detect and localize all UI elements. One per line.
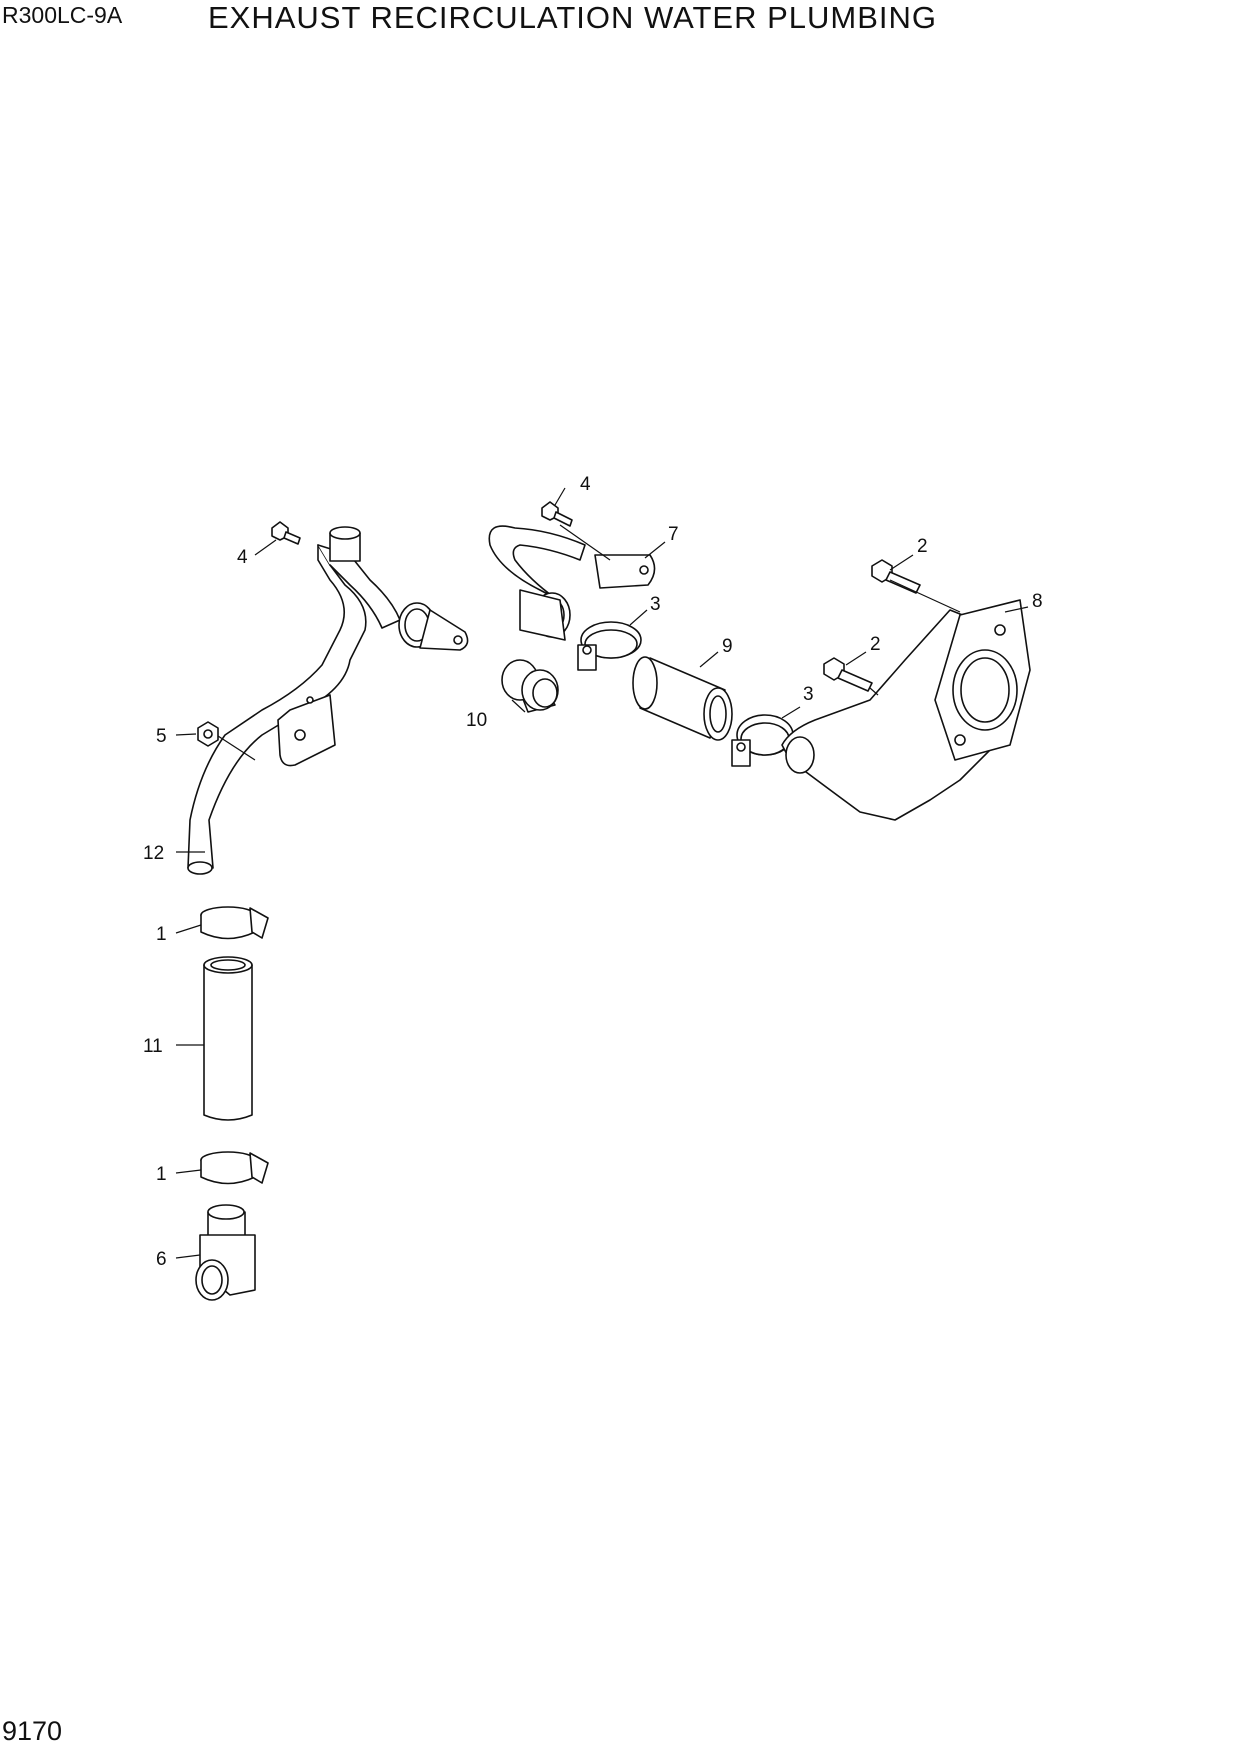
part-12-water-pipe — [187, 526, 469, 875]
part-4-bolt-left — [271, 521, 301, 545]
part-5-nut — [197, 721, 219, 747]
part-8-flanged-elbow — [781, 599, 1031, 821]
callout-10: 10 — [466, 710, 487, 731]
callout-8: 8 — [1032, 591, 1043, 612]
part-11-hose — [203, 956, 253, 1121]
callout-4-left: 4 — [237, 547, 248, 568]
leader-lines — [175, 487, 1029, 1259]
callout-1-upper: 1 — [156, 924, 167, 945]
part-6-elbow-fitting — [195, 1204, 256, 1301]
part-3-hose-clamp-upper — [577, 621, 642, 671]
part-10-coupling — [501, 659, 559, 713]
callout-labels: 4 4 7 3 9 3 2 8 2 10 5 12 1 11 1 6 — [143, 474, 1043, 1270]
callout-4-top: 4 — [580, 474, 591, 495]
callout-2-lower: 2 — [870, 634, 881, 655]
part-2-bolt-lower — [823, 657, 873, 692]
callout-2-upper: 2 — [917, 536, 928, 557]
callout-7: 7 — [668, 524, 679, 545]
callout-5: 5 — [156, 726, 167, 747]
callout-3-upper: 3 — [650, 594, 661, 615]
part-7-bent-pipe — [488, 525, 656, 641]
model-number: R300LC-9A — [2, 2, 123, 28]
callout-11: 11 — [143, 1036, 163, 1057]
part-1-hose-clamp-upper — [200, 906, 269, 940]
page-title: EXHAUST RECIRCULATION WATER PLUMBING — [208, 0, 937, 35]
callout-3-lower: 3 — [803, 684, 814, 705]
part-4-bolt-top — [541, 501, 573, 527]
part-2-bolt-upper — [871, 559, 921, 594]
part-3-hose-clamp-lower — [731, 714, 794, 767]
callout-12: 12 — [143, 843, 164, 864]
callout-9: 9 — [722, 636, 733, 657]
page-number: 9170 — [2, 1716, 63, 1746]
callout-6: 6 — [156, 1249, 167, 1270]
part-9-hose — [632, 656, 733, 741]
part-1-hose-clamp-lower — [200, 1151, 269, 1185]
callout-1-lower: 1 — [156, 1164, 167, 1185]
